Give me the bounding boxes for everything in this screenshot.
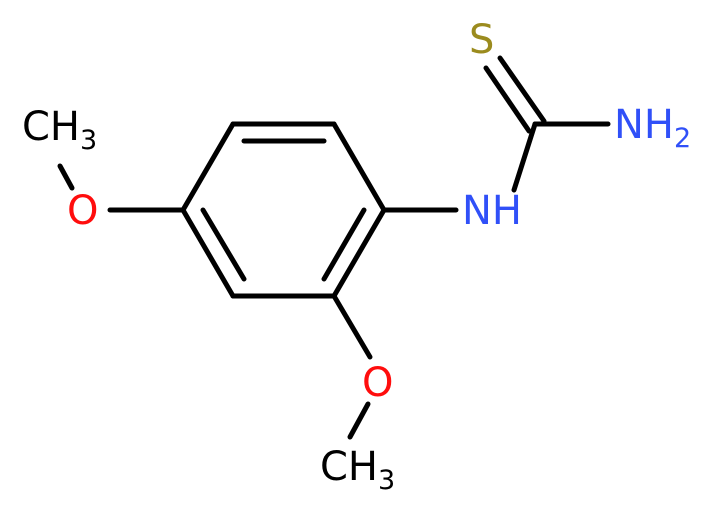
methyl-bottom-sub: 3 xyxy=(378,465,395,496)
methyl-top-label: CH3 xyxy=(22,104,97,156)
methyl-bottom-label: CH3 xyxy=(320,444,395,496)
bond-c-s-a xyxy=(497,55,547,124)
bonds xyxy=(57,55,611,440)
bond-c-s-b xyxy=(483,65,532,134)
oxygen-para-main: O xyxy=(67,188,98,234)
sulfur-main: S xyxy=(469,17,494,63)
oxygen-para-label: O xyxy=(67,188,98,234)
ring-bond-c5-c6-inner xyxy=(200,207,247,282)
ring-bond-c6-c1 xyxy=(180,121,236,213)
nh2-sub: 2 xyxy=(674,123,691,154)
methyl-top-main: CH xyxy=(22,104,80,150)
nh-main: NH xyxy=(462,188,522,234)
ring-bond-c3-c4 xyxy=(331,207,387,299)
methyl-top-sub: 3 xyxy=(80,125,97,156)
nh2-label: NH2 xyxy=(614,102,691,154)
nh-label: NH xyxy=(462,188,522,234)
ring-bond-c3-c4-inner xyxy=(321,207,367,282)
ring-bond-c5-c6 xyxy=(180,207,236,299)
bond-ring-o-ortho xyxy=(331,293,373,360)
sulfur-label: S xyxy=(469,17,494,63)
nh2-main: NH xyxy=(614,102,674,148)
oxygen-ortho-label: O xyxy=(362,360,393,406)
atom-labels: CH3 O O CH3 NH S NH2 xyxy=(22,17,691,496)
bond-nh-c xyxy=(511,121,538,193)
bond-o-ch3-bottom xyxy=(347,401,371,440)
bond-o-ch3-top xyxy=(57,163,75,191)
ring-bond-c2-c3 xyxy=(331,121,387,213)
methyl-bottom-main: CH xyxy=(320,444,378,490)
oxygen-ortho-main: O xyxy=(362,360,393,406)
